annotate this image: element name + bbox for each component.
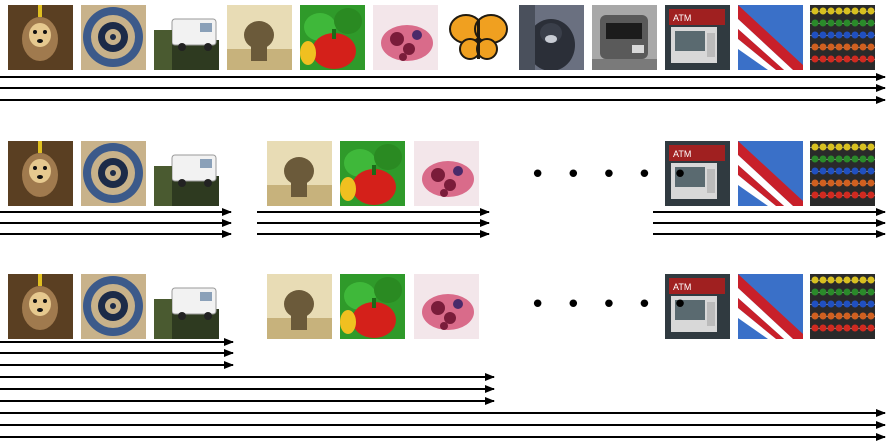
thumbnail-spiral xyxy=(81,141,146,206)
thumbnail-parking-meter xyxy=(592,5,657,70)
ellipsis-dots: • • • • • xyxy=(530,290,694,320)
thumbnail-abacus xyxy=(810,274,875,339)
svg-text:ATM: ATM xyxy=(673,282,691,292)
ellipsis-dots: • • • • • xyxy=(530,160,694,190)
thumbnail-flag xyxy=(738,5,803,70)
thumbnail-dog xyxy=(8,5,73,70)
thumbnail-peppers xyxy=(300,5,365,70)
thumbnail-cake xyxy=(373,5,438,70)
thumbnail-abacus xyxy=(810,141,875,206)
thumbnail-peppers xyxy=(340,141,405,206)
thumbnail-flag xyxy=(738,141,803,206)
thumbnail-spiral xyxy=(81,5,146,70)
thumbnail-atm: ATM xyxy=(665,274,730,339)
thumbnail-van xyxy=(154,5,219,70)
thumbnail-van xyxy=(154,141,219,206)
svg-text:ATM: ATM xyxy=(673,149,691,159)
thumbnail-spiral xyxy=(81,274,146,339)
thumbnail-dog xyxy=(8,141,73,206)
thumbnail-atm: ATM xyxy=(665,141,730,206)
thumbnail-cake xyxy=(414,141,479,206)
thumbnail-abacus xyxy=(810,5,875,70)
thumbnail-dog xyxy=(8,274,73,339)
thumbnail-elephant xyxy=(267,274,332,339)
thumbnail-cake xyxy=(414,274,479,339)
thumbnail-van xyxy=(154,274,219,339)
thumbnail-butterfly xyxy=(446,5,511,70)
svg-text:ATM: ATM xyxy=(673,13,691,23)
thumbnail-atm: ATM xyxy=(665,5,730,70)
thumbnail-elephant xyxy=(267,141,332,206)
thumbnail-gorilla xyxy=(519,5,584,70)
thumbnail-flag xyxy=(738,274,803,339)
thumbnail-peppers xyxy=(340,274,405,339)
thumbnail-elephant xyxy=(227,5,292,70)
